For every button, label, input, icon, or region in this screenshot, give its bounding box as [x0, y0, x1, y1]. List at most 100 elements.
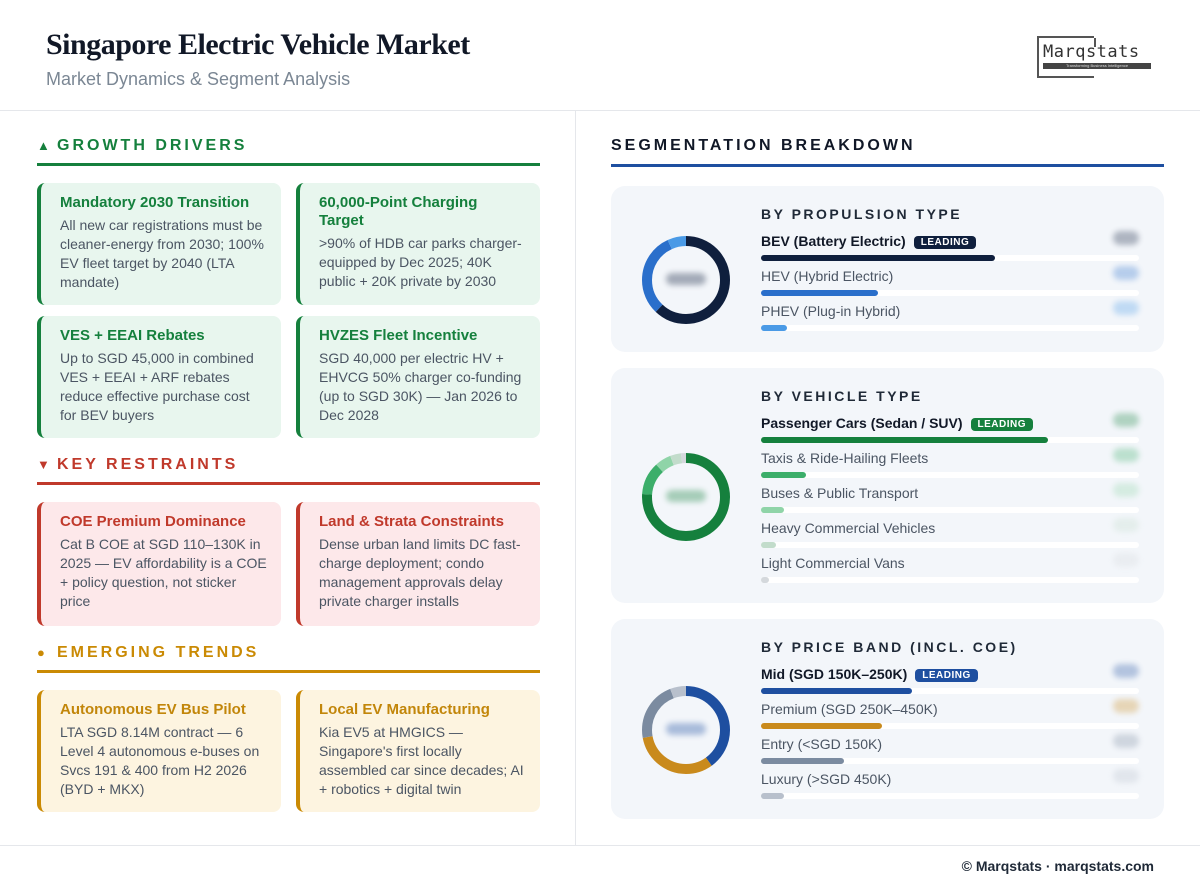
share-bar-fill — [761, 255, 996, 261]
share-bar-track — [761, 542, 1139, 548]
share-bar-track — [761, 577, 1139, 583]
restraints-heading: ▼ KEY RESTRAINTS — [37, 456, 540, 485]
blurred-value — [1113, 483, 1139, 497]
share-bar-track — [761, 758, 1139, 764]
share-bar-track — [761, 255, 1139, 261]
donut-segment — [642, 235, 730, 324]
panel-title: BY VEHICLE TYPE — [761, 388, 923, 404]
segment-row: Mid (SGD 150K–250K) LEADING — [761, 664, 1139, 694]
footer-text: © Marqstats · marqstats.com — [961, 858, 1154, 874]
trends-heading: ● EMERGING TRENDS — [37, 644, 540, 673]
share-bar-fill — [761, 472, 807, 478]
card-body: >90% of HDB car parks charger-equipped b… — [319, 235, 522, 289]
segment-row: BEV (Battery Electric) LEADING — [761, 231, 1139, 261]
donut-segment — [642, 686, 730, 774]
segment-row: Entry (<SGD 150K) — [761, 734, 1139, 764]
blurred-value — [1113, 266, 1139, 280]
blurred-value — [1113, 769, 1139, 783]
card-body: Kia EV5 at HMGICS — Singapore's first lo… — [319, 724, 524, 797]
segment-row: Buses & Public Transport — [761, 483, 1139, 513]
segment-label: Mid (SGD 150K–250K) — [761, 666, 908, 682]
card-title: HVZES Fleet Incentive — [319, 327, 478, 344]
triangle-up-icon: ▲ — [37, 138, 53, 153]
share-bar-track — [761, 507, 1139, 513]
segment-row: Taxis & Ride-Hailing Fleets — [761, 448, 1139, 478]
donut-segment — [642, 452, 730, 541]
share-bar-fill — [761, 688, 913, 694]
segment-panel: BY VEHICLE TYPE Passenger Cars (Sedan / … — [611, 368, 1164, 603]
share-bar-fill — [761, 437, 1049, 443]
card-body: Dense urban land limits DC fast-charge d… — [319, 536, 521, 609]
share-bar-track — [761, 290, 1139, 296]
heading-text: GROWTH DRIVERS — [57, 137, 248, 154]
share-bar-fill — [761, 542, 777, 548]
card-body: LTA SGD 8.14M contract — 6 Level 4 auton… — [60, 724, 260, 797]
segment-row: HEV (Hybrid Electric) — [761, 266, 1139, 296]
segment-row: Passenger Cars (Sedan / SUV)LEADING — [761, 413, 1139, 443]
share-bar-track — [761, 437, 1139, 443]
card-body: Up to SGD 45,000 in combined VES + EEAI … — [60, 350, 254, 423]
card-title: COE Premium Dominance — [60, 513, 246, 530]
leading-badge: LEADING — [913, 236, 977, 249]
card-body: All new car registrations must be cleane… — [60, 217, 264, 290]
segment-label: Light Commercial Vans — [761, 555, 905, 571]
segment-label: HEV (Hybrid Electric) — [761, 268, 894, 284]
segment-panel: BY PRICE BAND (INCL. COE) Mid (SGD 150K–… — [611, 619, 1164, 819]
donut-segment — [642, 686, 730, 774]
circle-icon: ● — [37, 645, 48, 660]
share-bar-fill — [761, 577, 769, 583]
share-bar-fill — [761, 758, 845, 764]
footer: © Marqstats · marqstats.com — [0, 845, 1200, 886]
share-bar-track — [761, 472, 1139, 478]
panel-title: BY PRICE BAND (INCL. COE) — [761, 639, 1018, 655]
drivers-card: 60,000-Point Charging Target >90% of HDB … — [296, 183, 540, 305]
triangle-down-icon: ▼ — [37, 457, 53, 472]
card-title: Land & Strata Constraints — [319, 513, 505, 530]
leading-badge: LEADING — [915, 669, 978, 682]
logo-text: Marqstats — [1043, 42, 1140, 62]
blurred-value — [1113, 413, 1139, 427]
share-bar-track — [761, 325, 1139, 331]
donut-segment — [642, 686, 730, 774]
blurred-value — [1113, 664, 1139, 678]
segment-panel: BY PROPULSION TYPE BEV (Battery Electric… — [611, 186, 1164, 352]
blurred-value — [1113, 734, 1139, 748]
segment-label: Entry (<SGD 150K) — [761, 736, 882, 752]
card-title: Mandatory 2030 Transition — [60, 194, 250, 211]
card-title: Autonomous EV Bus Pilot — [60, 701, 246, 718]
heading-text: EMERGING TRENDS — [57, 644, 260, 661]
blurred-value — [1113, 231, 1139, 245]
segmentation-heading: SEGMENTATION BREAKDOWN — [611, 137, 1164, 167]
logo-tagline: Transforming Business Intelligence — [1043, 63, 1151, 69]
page-title: Singapore Electric Vehicle Market — [46, 28, 470, 61]
segment-row: Premium (SGD 250K–450K) — [761, 699, 1139, 729]
drivers-heading: ▲ GROWTH DRIVERS — [37, 137, 540, 166]
segment-label: Premium (SGD 250K–450K) — [761, 701, 938, 717]
column-divider — [575, 111, 576, 845]
donut-chart — [639, 233, 733, 327]
segment-label: BEV (Battery Electric) — [761, 233, 906, 249]
segment-label: Buses & Public Transport — [761, 485, 919, 501]
segment-label: Taxis & Ride-Hailing Fleets — [761, 450, 929, 466]
share-bar-fill — [761, 325, 788, 331]
drivers-card: VES + EEAI Rebates Up to SGD 45,000 in co… — [37, 316, 281, 438]
segment-row: PHEV (Plug-in Hybrid) — [761, 301, 1139, 331]
page-subtitle: Market Dynamics & Segment Analysis — [46, 69, 351, 89]
marqstats-logo: Marqstats Transforming Business Intellig… — [1037, 36, 1157, 78]
donut-segment — [642, 235, 730, 324]
card-title: VES + EEAI Rebates — [60, 327, 205, 344]
heading-text: KEY RESTRAINTS — [57, 456, 239, 473]
segment-label: Luxury (>SGD 450K) — [761, 771, 892, 787]
panel-title: BY PROPULSION TYPE — [761, 206, 963, 222]
card-title: 60,000-Point Charging Target — [319, 194, 478, 229]
share-bar-fill — [761, 793, 784, 799]
blurred-value — [1113, 448, 1139, 462]
share-bar-fill — [761, 290, 879, 296]
share-bar-track — [761, 723, 1139, 729]
segment-label: Heavy Commercial Vehicles — [761, 520, 936, 536]
